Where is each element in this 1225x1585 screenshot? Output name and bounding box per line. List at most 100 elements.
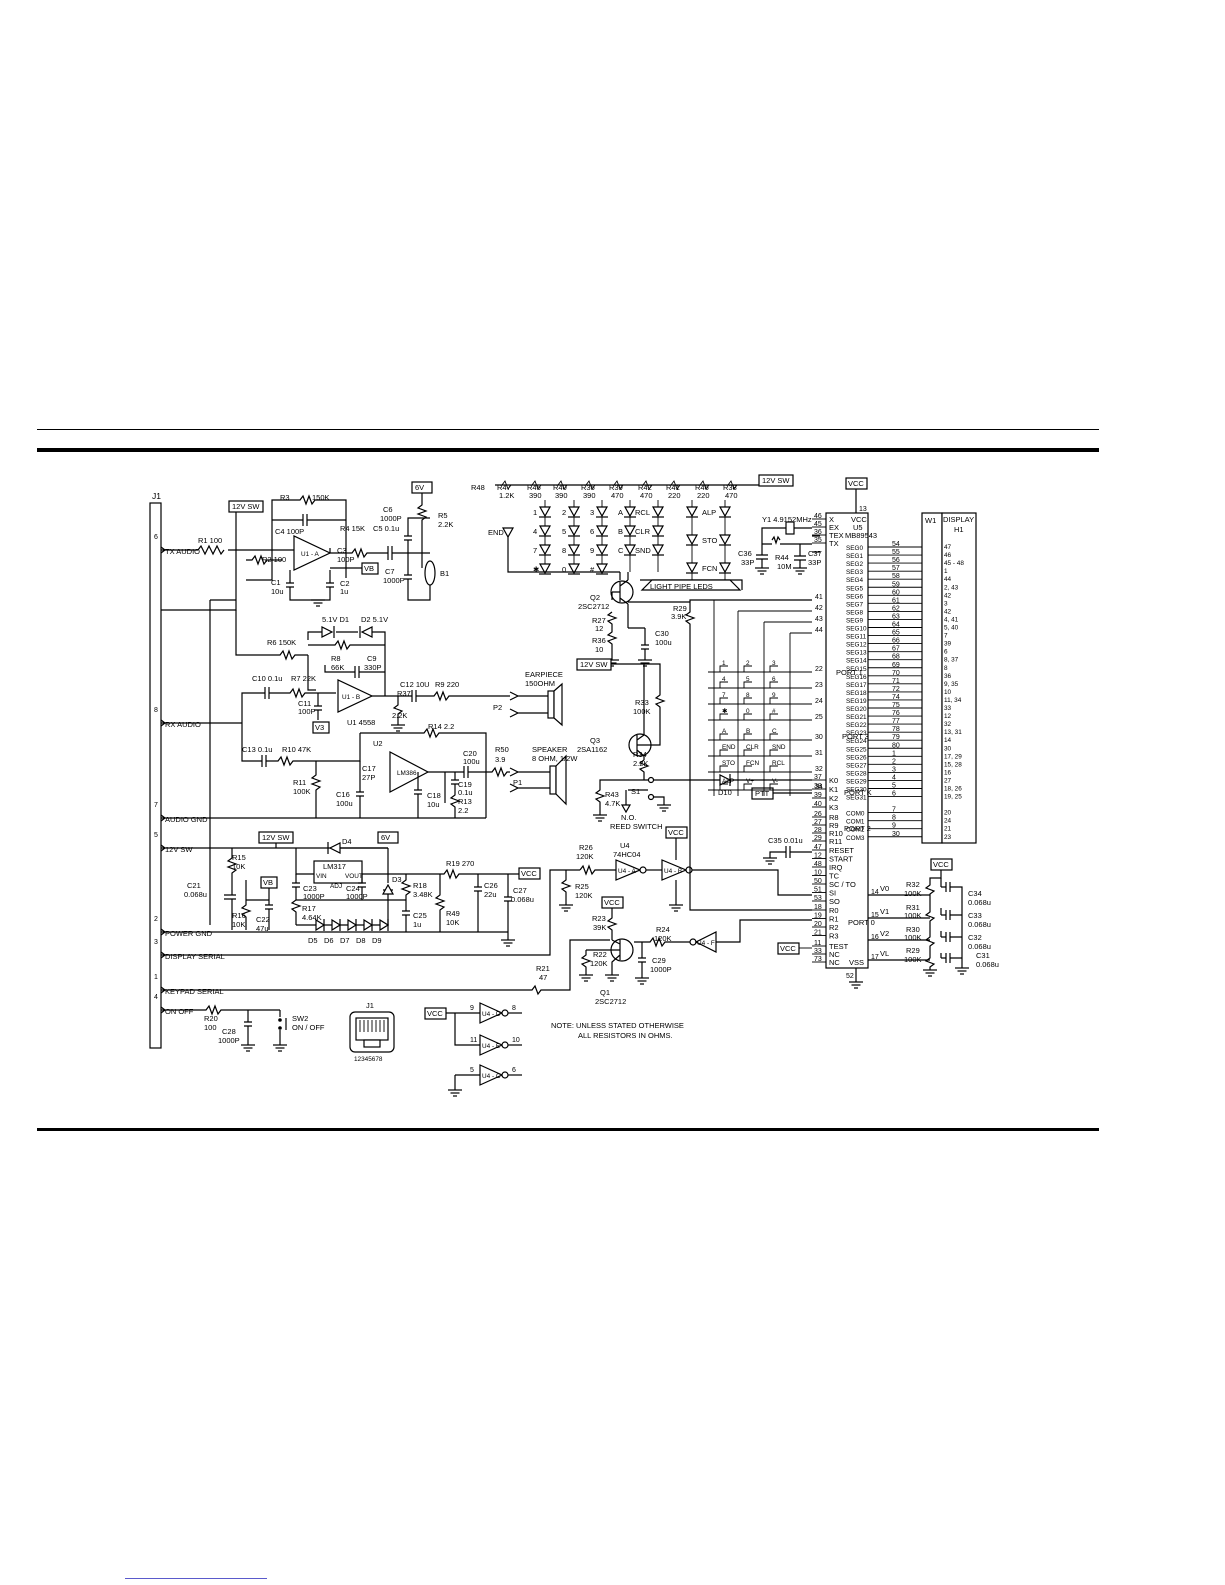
mcu-pin-number: 26 — [814, 811, 822, 818]
mcu-pin-number: 51 — [814, 887, 822, 894]
rx-audio-section: R6 150K 5.1V D1 D2 5.1V R8 66K C9 330P C… — [161, 610, 578, 819]
tx-audio-section: R1 100 R2 100 U1 - A R3 150K C4 100P R4 … — [161, 481, 453, 925]
gate-u4f-label: U4 - F — [697, 940, 715, 947]
r29b-value: 100K — [904, 955, 922, 964]
u2-label: U2 — [373, 739, 383, 748]
r19-label: R19 270 — [446, 859, 474, 868]
mcu-seg-name: SEG22 — [846, 722, 867, 729]
c18-value: 10u — [427, 800, 440, 809]
led-symbol — [538, 563, 552, 575]
c2-ref: C2 — [340, 579, 350, 588]
c5-label: C5 0.1u — [373, 524, 399, 533]
mcu-pin-name: R11 — [829, 837, 842, 846]
mcu-pin-name: K0 — [829, 776, 838, 785]
c7-value: 1000P — [383, 576, 405, 585]
key-switch — [743, 713, 752, 720]
display-pin-number: 1 — [944, 568, 948, 575]
mcu-pin-number: 28 — [814, 827, 822, 834]
diode-label: D9 — [372, 936, 382, 945]
mcu-seg-pin: 60 — [892, 589, 900, 596]
regulator-lm317 — [313, 860, 363, 884]
h1-label: H1 — [954, 525, 964, 534]
mcu-pin-name: K3 — [829, 803, 838, 812]
r23-value: 39K — [593, 923, 606, 932]
mcu-pin-name: R3 — [829, 932, 839, 941]
key-label: FCN — [746, 760, 760, 767]
led-symbol — [718, 562, 732, 574]
c18-ref: C18 — [427, 791, 441, 800]
c27-value: 0.068u — [511, 895, 534, 904]
mcu-seg-name: SEG30 — [846, 787, 867, 794]
r15-ref: R15 — [232, 853, 246, 862]
mcu-pin-name: NC — [829, 958, 840, 967]
connector-pin-number: 2 — [154, 916, 158, 923]
c24-value: 1000P — [346, 892, 368, 901]
mcu-pin-name: R1 — [829, 915, 839, 924]
mcu-pin-number: 48 — [814, 861, 822, 868]
display-pin-number: 16 — [944, 769, 952, 776]
mcu-seg-pin: 67 — [892, 646, 900, 653]
v12sw-tag-tx: 12V SW — [232, 502, 260, 511]
amp-lm386 — [389, 751, 430, 793]
y1-label: Y1 4.9152MHz — [762, 515, 812, 524]
mcu-seg-name: SEG31 — [846, 795, 867, 802]
mcu-seg-pin: 63 — [892, 613, 900, 620]
r49-value: 10K — [446, 918, 459, 927]
connector-pin-number: 1 — [154, 974, 158, 981]
resistor-symbol — [670, 480, 681, 490]
mcu-pin-number: 39 — [814, 792, 822, 799]
r43-ref: R43 — [605, 790, 619, 799]
svg-text:5: 5 — [470, 1067, 474, 1074]
r30-value: 100K — [904, 933, 922, 942]
mcu-seg-pin: 71 — [892, 678, 900, 685]
led-label: 2 — [562, 508, 566, 517]
r44-ref: R44 — [775, 553, 789, 562]
r11-ref: R11 — [293, 778, 306, 787]
r18-ref: R18 — [413, 881, 427, 890]
display-pin-number: 13, 31 — [944, 729, 962, 736]
d10-label: D10 — [718, 788, 732, 797]
key-label: 4 — [722, 676, 726, 683]
led-label: 9 — [590, 546, 594, 555]
p1-label: P1 — [513, 778, 522, 787]
mcu-pin-number: 27 — [814, 819, 822, 826]
port1-label: PORT 1 — [836, 668, 863, 677]
key-label: # — [772, 708, 776, 715]
mcu-seg-pin: 65 — [892, 630, 900, 637]
mcu-seg-name: SEG5 — [846, 585, 863, 592]
mcu-seg-pin: 8 — [892, 815, 896, 822]
mcu-seg-pin: 68 — [892, 654, 900, 661]
lm386-label: LM386 — [397, 770, 417, 777]
led-label: 7 — [533, 546, 537, 555]
c30-value: 100u — [655, 638, 672, 647]
display-pin-number: 3 — [944, 600, 948, 607]
b1-label: B1 — [440, 569, 449, 578]
mcu-seg-pin: 55 — [892, 549, 900, 556]
r14-label: R14 2.2 — [428, 722, 454, 731]
keypad-column-wire — [789, 632, 812, 796]
bottom-rule — [37, 1128, 1099, 1131]
no-label: N.O. — [621, 813, 636, 822]
connector-ref: J1 — [152, 491, 161, 501]
c23-ref: C23 — [303, 884, 317, 893]
led-symbol — [623, 544, 637, 556]
r17-ref: R17 — [302, 904, 316, 913]
mcu-seg-name: SEG2 — [846, 561, 863, 568]
led-symbol — [651, 506, 665, 518]
r6-label: R6 150K — [267, 638, 296, 647]
display-pin-number: 19, 25 — [944, 794, 962, 801]
key-switch — [719, 749, 728, 756]
c7-ref: C7 — [385, 567, 395, 576]
r18-value: 3.48K — [413, 890, 433, 899]
c24-ref: C24 — [346, 884, 360, 893]
note-line1: NOTE: UNLESS STATED OTHERWISE — [551, 1021, 684, 1030]
mcu-pin-number: 36 — [814, 529, 822, 536]
display-pin-number: 32 — [944, 721, 952, 728]
r24-value: 120K — [654, 934, 672, 943]
mcu-seg-name: SEG28 — [846, 770, 867, 777]
connector-pin-number: 8 — [154, 707, 158, 714]
r24-ref: R24 — [656, 925, 670, 934]
key-switch — [769, 713, 778, 720]
led-resistor-ref: R41 — [666, 483, 680, 492]
display-pin-number: 23 — [944, 834, 952, 841]
